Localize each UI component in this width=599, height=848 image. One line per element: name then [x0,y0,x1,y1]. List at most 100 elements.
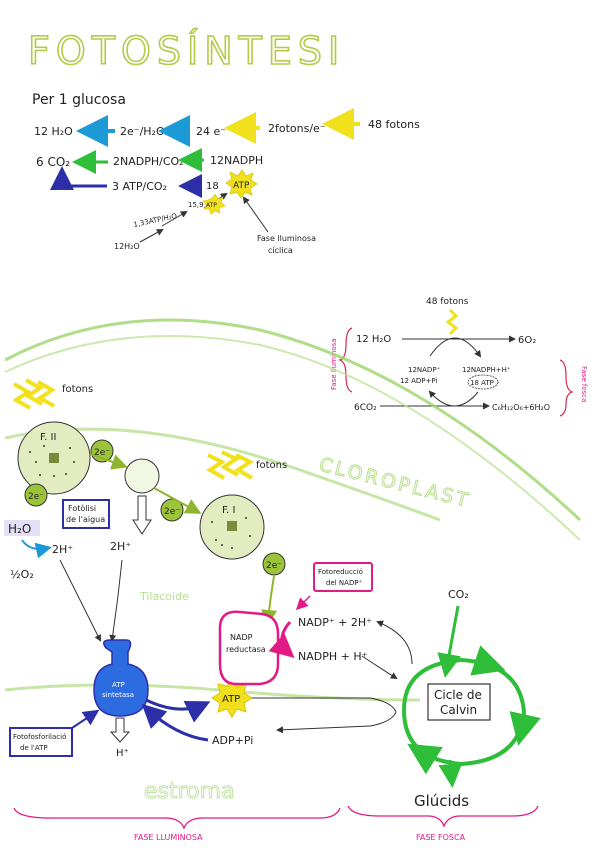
summary-nadp: 12NADP⁺ [408,366,441,374]
chloroplast-membrane-1 [4,318,582,522]
photon-bolts-left [12,378,56,410]
proton-flow-1 [59,559,101,642]
atp-star-label: ATP [222,694,240,705]
calvin-label-1: Cicle de [434,688,482,702]
summary-right-brace [559,359,574,417]
ps2-dots [29,445,75,477]
fotoreduccio-pointer [295,595,311,611]
cytochrome-h-arrow [132,495,152,535]
chain2-atp-star [225,169,258,199]
calvin-cycle-arrow-1 [470,645,506,676]
calvin-cycle-arrow-2 [509,711,541,746]
ps1-dots [211,517,251,549]
h-plus-2-label: 2H⁺ [52,543,73,556]
fotoreduccio-label-2: del NADP⁺ [326,579,363,587]
fotolisi-box [62,499,110,529]
fase-lluminosa-label: FASE LLUMINOSA [134,833,203,842]
cyclic-arrow [242,196,269,233]
summary-curve-bottom [428,390,479,407]
ps1-electron-bubble [262,552,286,576]
summary-atp-shape [467,374,499,390]
fotofosforilacio-label-2: de l'ATP [20,744,48,752]
electron-label-1: 2e⁻ [94,448,110,458]
estroma-label: estroma [144,779,235,804]
fotolisi-label-2: de l'aigua [66,515,105,524]
summary-glucose: C₆H₁₂O₆+6H₂O [492,403,550,412]
fotofosforilacio-pointer [71,709,100,729]
cyclic-label-1: Fase lluminosa [257,234,316,243]
photosystem-1-label: F. I [222,505,235,516]
chain2-nadph: 12NADPH [210,154,263,167]
electron-bubble-2 [160,498,184,522]
title: FOTOSÍNTESI [28,29,345,73]
h-plus-2b-label: 2H⁺ [110,540,131,553]
atp-synthase-label-1: ATP [112,681,125,689]
half-o2-label: ½O₂ [10,568,34,581]
glucids-label: Glúcids [414,792,469,810]
ps1-center [227,521,237,531]
nadph-product: NADPH + H⁺ [298,650,368,663]
fotolisi-label-1: Fotòlisi [68,503,96,513]
chain2-arrow-6 [139,229,164,243]
chain1-fotons-per-e: 2fotons/e⁻ [268,122,326,135]
chain2-arrow-5 [161,210,188,227]
chain2-atp18: 18 [206,181,219,192]
nadp-reductase [218,610,280,686]
chain2-atp-star-small [202,193,226,215]
fotoreduccio-box [313,562,373,592]
adp-pi-label: ADP+Pi [212,734,253,747]
fotofosforilacio-label-1: Fotofosforilació [13,733,66,741]
atp-synthase-label-2: sintetasa [102,691,134,699]
atp-synthase [93,639,149,717]
summary-right-label: Fase fosca [580,366,588,402]
calvin-label-2: Calvin [440,703,477,717]
cytochrome-complex [124,458,160,494]
summary-fotons: 48 fotons [426,297,469,307]
fotons-label-1: fotons [62,384,93,395]
calvin-box [427,683,491,721]
tilacoide-label: Tilacoide [139,590,189,603]
chain2-atp-small: ATP [206,202,217,209]
summary-o2: 6O₂ [518,335,536,346]
fase-fosca-label: FASE FOSCA [416,833,466,842]
nadp-conversion-arrow [268,621,295,658]
summary-left-brace [338,327,353,393]
summary-curve-top [429,337,482,358]
chain2-atp133: 1,33ATP/H₂O [133,212,178,229]
calvin-co2: CO₂ [448,588,469,601]
nadph-to-calvin [361,655,398,680]
nadp-reductase-label-2: reductasa [226,645,266,654]
chain2-h2o12: 12H₂O [114,242,140,251]
chain2-atp-per-co2: 3 ATP/CO₂ [112,180,167,193]
fotofosforilacio-box [9,727,73,757]
brace-fase-lluminosa [13,807,341,830]
summary-bolt [445,308,459,336]
fotons-label-2: fotons [256,460,287,471]
summary-nadph: 12NADPH+H⁺ [462,366,511,374]
h2o-split-arrow [21,539,52,559]
chain1-h2o: 12 H₂O [34,125,73,138]
chain2-atp: ATP [233,181,250,191]
chloroplast-membrane-2 [4,335,581,541]
chain2-co2: 6 CO₂ [36,155,70,169]
nadp-reaction: NADP⁺ + 2H⁺ [298,616,372,629]
chain2-atp-arrow-up [50,166,107,190]
brace-fase-fosca [347,805,539,828]
ps1-electron: 2e⁻ [266,561,282,571]
ps2-electron-bubble [24,483,48,507]
ps2-electron: 2e⁻ [28,492,44,502]
summary-left-label: Fase lluminosa [330,338,338,390]
chain2-atp15: 15,9 [188,201,204,209]
nadp-reductase-label-1: NADP [230,633,253,642]
chain1-fotons: 48 fotons [368,118,420,131]
cyclic-label-2: cíclica [268,246,293,255]
adp-to-synthase [141,703,209,742]
h2o-label: H₂O [8,522,31,536]
h2o-highlight [4,520,40,536]
electron-label-2: 2e⁻ [164,507,180,517]
calvin-to-nadp [376,620,413,665]
chain1-e-per-h2o: 2e⁻/H₂O [120,125,165,138]
photosystem-2-label: F. II [40,432,56,443]
proton-flow-2 [109,559,123,642]
